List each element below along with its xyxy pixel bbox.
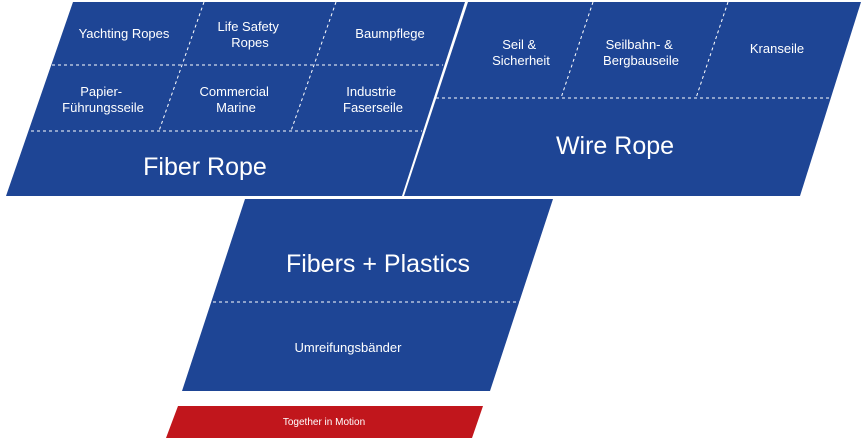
wire-rope-title: Wire Rope [556,132,674,160]
segment-seil-sicherheit[interactable]: Seil & Sicherheit [492,37,550,68]
wire-rope-shape[interactable] [404,2,861,196]
fibers-plastics-title: Fibers + Plastics [286,250,470,278]
segment-commercial-marine[interactable]: Commercial Marine [200,84,273,115]
segment-life-safety-ropes[interactable]: Life Safety Ropes [217,19,282,50]
segment-industrie-faserseile[interactable]: Industrie Faserseile [343,84,403,115]
segment-yachting-ropes[interactable]: Yachting Ropes [79,26,170,41]
segment-seilbahn-bergbauseile[interactable]: Seilbahn- & Bergbauseile [603,37,679,68]
fibers-plastics-shape[interactable] [182,199,553,391]
wire-rope-block: Seil & Sicherheit Seilbahn- & Bergbausei… [404,1,861,196]
tagline-text: Together in Motion [283,417,365,428]
fiber-rope-block: Yachting Ropes Life Safety Ropes Baumpfl… [6,1,465,196]
tagline-bar: Together in Motion [166,406,483,438]
tagline-shape [166,406,483,438]
segment-baumpflege[interactable]: Baumpflege [355,26,424,41]
segment-umreifungsbaender[interactable]: Umreifungsbänder [295,340,403,355]
fiber-rope-shape[interactable] [6,2,465,196]
fiber-rope-title: Fiber Rope [143,153,267,181]
fibers-plastics-block: Fibers + Plastics Umreifungsbänder [182,199,553,391]
segment-kranseile[interactable]: Kranseile [750,41,804,56]
segment-papier-fuehrungsseile[interactable]: Papier- Führungsseile [62,84,144,115]
